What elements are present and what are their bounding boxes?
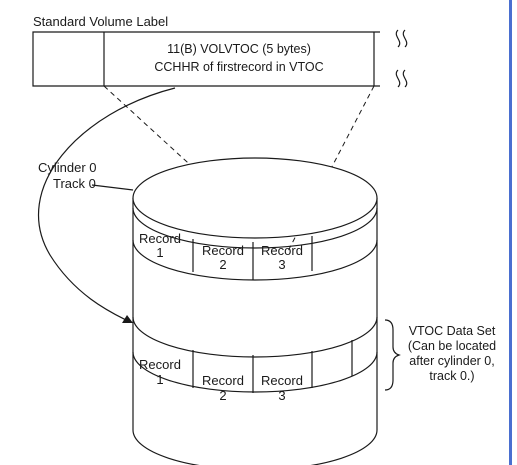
track-label: Track 0 bbox=[53, 176, 96, 191]
top-record-2-line2: 2 bbox=[219, 257, 226, 272]
track-band-top-lower bbox=[132, 239, 378, 281]
top-record-3-line2: 3 bbox=[278, 257, 285, 272]
vtoc-record-3-line1: Record bbox=[261, 373, 303, 388]
vtoc-record-3-line2: 3 bbox=[278, 388, 285, 403]
vtoc-note-line3: after cylinder 0, bbox=[409, 354, 494, 368]
volume-label-field-line2: CCHHR of firstrecord in VTOC bbox=[154, 60, 323, 74]
track-leader-line bbox=[91, 184, 134, 191]
vtoc-band-lower bbox=[132, 351, 378, 393]
top-record-2-line1: Record bbox=[202, 243, 244, 258]
vtoc-brace bbox=[384, 319, 401, 391]
volume-label-field-line1: 11(B) VOLVTOC (5 bytes) bbox=[167, 42, 311, 56]
vtoc-note-line2: (Can be located bbox=[408, 339, 496, 353]
vtoc-record-2-line1: Record bbox=[202, 373, 244, 388]
cylinder-label: Cylinder 0 bbox=[38, 160, 97, 175]
cylinder-top bbox=[132, 157, 378, 239]
volume-label-title: Standard Volume Label bbox=[33, 14, 168, 29]
right-border bbox=[509, 0, 512, 465]
break-mark bbox=[395, 69, 401, 88]
vtoc-record-2-line2: 2 bbox=[219, 388, 226, 403]
pointer-curve bbox=[38, 87, 176, 321]
cylinder-bottom bbox=[132, 429, 378, 465]
pointer-arrowhead bbox=[122, 315, 133, 323]
vtoc-band-upper bbox=[132, 316, 378, 358]
break-mark bbox=[402, 69, 408, 88]
top-record-1-line2: 1 bbox=[156, 245, 163, 260]
vtoc-record-1-line1: Record bbox=[139, 357, 181, 372]
top-record-1-line1: Record bbox=[139, 231, 181, 246]
cylinder bbox=[132, 157, 378, 465]
vtoc-note-line4: track 0.) bbox=[429, 369, 474, 383]
track-band-top-upper bbox=[132, 207, 378, 249]
break-mark bbox=[395, 29, 401, 48]
vtoc-note-line1: VTOC Data Set bbox=[409, 324, 496, 338]
vtoc-record-1-line2: 1 bbox=[156, 372, 163, 387]
break-mark bbox=[402, 29, 408, 48]
volume-label-box bbox=[32, 31, 380, 87]
top-record-3-line1: Record bbox=[261, 243, 303, 258]
